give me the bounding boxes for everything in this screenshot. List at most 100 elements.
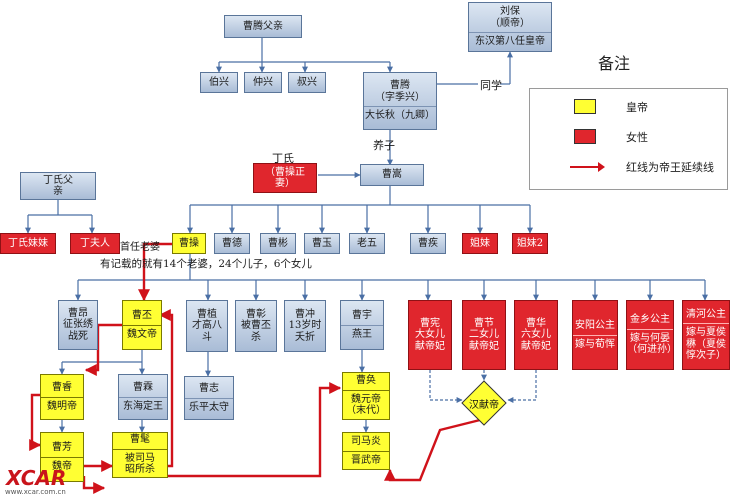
blue-connectors — [25, 38, 708, 433]
node-cao-zhi: 曹植 才高八 斗 — [186, 300, 228, 352]
node-label: 征张绣 — [63, 319, 93, 331]
legend-red-line-label: 红线为帝王延续线 — [626, 161, 714, 174]
node-bo-xing: 伯兴 — [200, 72, 238, 93]
node-label: 东海定王 — [119, 396, 167, 413]
node-label: 叔兴 — [297, 76, 317, 88]
node-cao-zhang: 曹彰 被曹丕 杀 — [235, 300, 277, 352]
ding-shi-name: 丁氏 — [272, 152, 294, 165]
node-lao-wu: 老五 — [349, 233, 385, 254]
node-label: 斗 — [202, 331, 212, 343]
node-label: 夭折 — [295, 331, 315, 343]
node-label: 亲 — [53, 186, 63, 197]
legend-title: 备注 — [598, 54, 631, 73]
node-cao-yu-yan: 曹宇 燕王 — [340, 300, 384, 350]
node-cao-de: 曹德 — [214, 233, 250, 254]
node-label: 曹芳 — [52, 442, 72, 453]
node-cao-jie: 曹节 二女儿 献帝妃 — [462, 300, 506, 370]
node-sister-a: 姐妹 — [462, 233, 498, 254]
diamond-shape — [461, 380, 507, 426]
node-liu-bao: 刘保 （顺帝） 东汉第八任皇帝 — [468, 2, 552, 52]
node-cao-ang: 曹昂 征张绣 战死 — [58, 300, 98, 350]
legend-female-label: 女性 — [626, 131, 648, 144]
node-label: 仲兴 — [253, 76, 273, 88]
node-label: 汉献帝 — [469, 400, 499, 411]
node-label: 献帝妃 — [521, 340, 551, 352]
caocao-note-1: 首任老婆 — [120, 242, 160, 253]
node-label: 曹昂 — [68, 307, 88, 319]
node-label: 才高八 — [192, 320, 222, 332]
node-label: 妻） — [275, 178, 295, 189]
node-shu-xing: 叔兴 — [288, 72, 326, 93]
adopted-son-label: 养子 — [373, 139, 395, 152]
node-label: 魏文帝 — [123, 324, 161, 341]
node-cao-xian: 曹宪 大女儿 献帝妃 — [408, 300, 452, 370]
node-label: 战死 — [68, 330, 88, 342]
classmate-label: 同学 — [480, 79, 502, 92]
node-label: （顺帝） — [490, 17, 530, 29]
node-label: 曹植 — [197, 308, 217, 320]
node-cao-chong: 曹冲 13岁时 夭折 — [284, 300, 326, 352]
node-ding-furen: 丁夫人 — [70, 233, 120, 254]
node-label: 昭所杀 — [125, 464, 155, 476]
node-label: 二女儿 — [469, 329, 499, 341]
node-label: 曹德 — [222, 237, 242, 249]
node-label: 魏帝 — [41, 456, 83, 473]
node-label: 六女儿 — [521, 329, 551, 341]
node-label: 姐妹2 — [516, 237, 544, 249]
node-label: 魏元帝 — [343, 389, 389, 406]
node-label: 大长秋（九卿） — [364, 106, 436, 122]
node-anyang-princess: 安阳公主 嫁与荀恽 — [572, 300, 618, 370]
xcar-logo: XCAR — [6, 466, 67, 490]
node-label: 嫁与荀恽 — [573, 334, 617, 351]
node-label: 曹宪 — [420, 317, 440, 329]
node-label: 曹志 — [199, 383, 219, 394]
node-label: 杀 — [251, 331, 261, 343]
node-cao-huan: 曹奂 魏元帝 （末代） — [342, 372, 390, 420]
node-label: 曹冲 — [295, 308, 315, 320]
node-label: 曹玉 — [312, 237, 332, 249]
emperor-succession-line — [29, 242, 481, 494]
node-label: 燕王 — [341, 324, 383, 341]
node-cao-zhi-leping: 曹志 乐平太守 — [184, 376, 234, 420]
node-label: 晋武帝 — [343, 450, 389, 467]
node-label: 金乡公主 — [630, 314, 670, 326]
node-zhong-xing: 仲兴 — [244, 72, 282, 93]
node-label: 丁氏妹妹 — [8, 237, 48, 249]
node-han-xiandi: 汉献帝 — [461, 380, 507, 426]
node-cao-teng: 曹腾 （字季兴） 大长秋（九卿） — [363, 72, 437, 130]
node-cao-mao: 曹髦 被司马 昭所杀 — [112, 432, 168, 478]
node-cao-bin: 曹彬 — [260, 233, 296, 254]
node-label: 曹腾父亲 — [243, 20, 283, 32]
watermark-url: www.xcar.com.cn — [5, 488, 66, 496]
node-label: 老五 — [357, 237, 377, 249]
node-qinghe-princess: 清河公主 嫁与夏侯 楙（夏侯 惇次子） — [682, 300, 730, 370]
node-label: 曹奂 — [356, 375, 376, 387]
node-label: 曹髦 — [130, 434, 150, 446]
node-label: 大女儿 — [415, 329, 445, 341]
node-label: 曹彰 — [246, 308, 266, 320]
node-ding-sister: 丁氏妹妹 — [0, 233, 56, 254]
node-label: 曹霖 — [133, 382, 153, 393]
node-cao-lin: 曹霖 东海定王 — [118, 374, 168, 420]
node-cao-ji: 曹疾 — [410, 233, 446, 254]
node-label: （末代） — [346, 405, 386, 417]
node-label: 姐妹 — [470, 237, 490, 249]
node-label: 曹操 — [179, 237, 199, 249]
node-label: 嫁与夏侯 — [683, 323, 729, 339]
caocao-note-2: 有记载的就有14个老婆，24个儿子，6个女儿 — [100, 258, 312, 270]
node-cao-fang: 曹芳 魏帝 — [40, 432, 84, 482]
node-cao-yu: 曹玉 — [304, 233, 340, 254]
legend-emperor-label: 皇帝 — [626, 101, 648, 114]
node-label: 东汉第八任皇帝 — [469, 32, 551, 48]
node-label: 嫁与何晏 — [627, 328, 673, 345]
node-label: （字季兴） — [375, 91, 425, 103]
node-label: 献帝妃 — [415, 340, 445, 352]
legend-box: 皇帝 女性 红线为帝王延续线 — [529, 88, 728, 190]
node-label: 乐平太守 — [185, 397, 233, 414]
node-label: 曹彬 — [268, 237, 288, 249]
node-label: 惇次子） — [686, 350, 726, 361]
node-label: 丁氏父 — [43, 174, 73, 186]
node-cao-hua: 曹华 六女儿 献帝妃 — [514, 300, 558, 370]
node-cao-song: 曹嵩 — [360, 164, 424, 186]
legend-female-swatch — [574, 129, 596, 144]
